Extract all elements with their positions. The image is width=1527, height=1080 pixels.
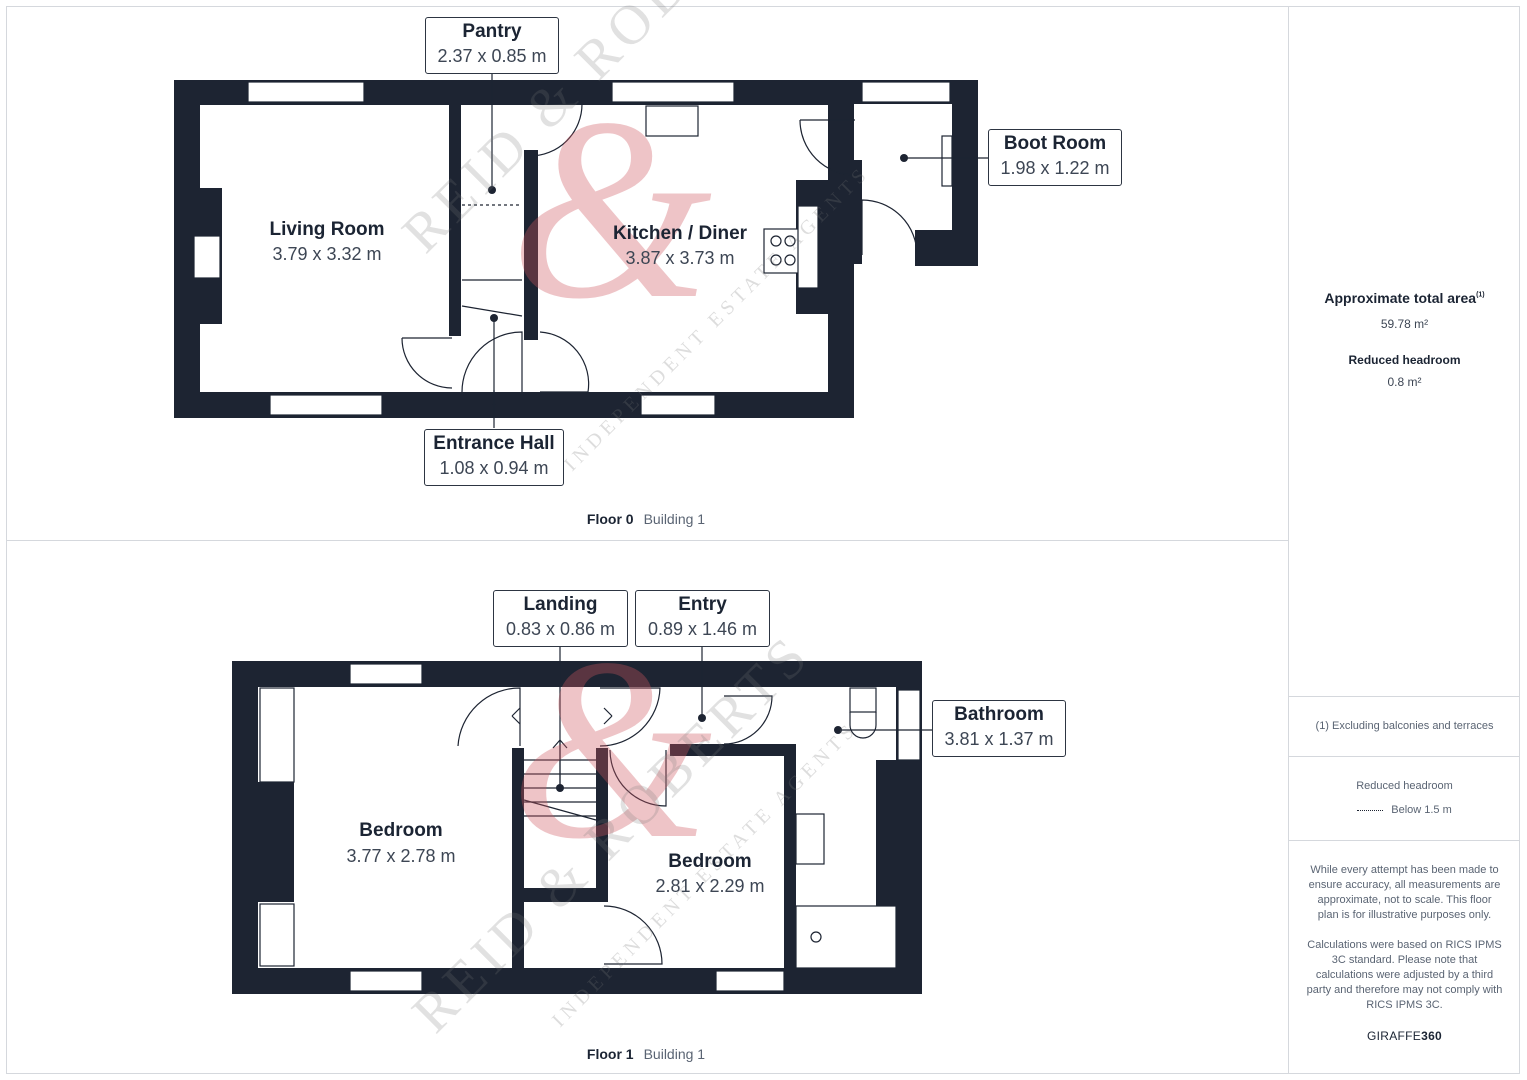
floor-1-callout-leaders (556, 646, 934, 792)
legend-item: Below 1.5 m (1290, 803, 1519, 818)
floor-label: Floor 1 (586, 1046, 634, 1062)
brand-logo: GIRAFFE360 (1290, 1029, 1519, 1043)
callout-landing: Landing 0.83 x 0.86 m (493, 590, 628, 647)
floor-0-callout-leaders (488, 74, 988, 428)
room-name-living-room: Living Room (269, 219, 385, 240)
legend-item-label: Below 1.5 m (1391, 804, 1452, 816)
floor-0-doors (401, 103, 918, 418)
callout-name: Landing (523, 594, 598, 615)
total-area-value: 59.78 m² (1380, 317, 1429, 331)
reduced-headroom-label: Reduced headroom (1348, 353, 1461, 367)
callout-dimensions: 3.81 x 1.37 m (944, 729, 1054, 749)
floor-divider (6, 540, 1288, 541)
callout-dimensions: 1.98 x 1.22 m (1000, 158, 1110, 178)
disclaimer-accuracy: While every attempt has been made to ens… (1308, 864, 1501, 921)
callout-name: Entry (678, 594, 727, 615)
callout-bathroom: Bathroom 3.81 x 1.37 m (932, 700, 1066, 757)
brand-prefix: GIRAFFE (1366, 1029, 1422, 1043)
sidebar-divider (1288, 6, 1289, 1074)
room-name-bedroom-1: Bedroom (359, 820, 443, 841)
floor-0-windows (247, 81, 953, 416)
floor-1-walls (232, 661, 922, 994)
sidebar-separator (1289, 840, 1520, 841)
room-dimensions-bedroom-2: 2.81 x 2.29 m (655, 876, 765, 896)
floor-1-windows (259, 663, 921, 992)
sidebar-separator (1289, 756, 1520, 757)
dotted-line-icon (1357, 809, 1384, 811)
callout-entry: Entry 0.89 x 1.46 m (635, 590, 770, 647)
reduced-headroom-value: 0.8 m² (1387, 375, 1422, 389)
callout-dimensions: 0.83 x 0.86 m (505, 619, 616, 639)
room-dimensions-bedroom-1: 3.77 x 2.78 m (346, 846, 456, 866)
room-name-bedroom-2: Bedroom (668, 851, 752, 872)
legend-title: Reduced headroom (1356, 780, 1453, 792)
floor-0-fixtures (462, 105, 819, 289)
floor-1-doors (457, 687, 773, 965)
total-area-label: Approximate total area (1324, 290, 1477, 306)
floor-1-fixtures (523, 687, 897, 969)
floor-caption-0: Floor 0 Building 1 (587, 511, 705, 527)
callout-entrance-hall: Entrance Hall 1.08 x 0.94 m (424, 429, 564, 486)
floor-plan-drawing (174, 74, 988, 994)
sidebar-separator (1289, 696, 1520, 697)
callout-dimensions: 1.08 x 0.94 m (439, 458, 549, 478)
building-label: Building 1 (643, 1046, 706, 1062)
room-dimensions-living-room: 3.79 x 3.32 m (272, 244, 382, 264)
callout-name: Entrance Hall (433, 433, 555, 454)
room-name-kitchen-diner: Kitchen / Diner (612, 223, 748, 244)
callout-pantry: Pantry 2.37 x 0.85 m (425, 17, 559, 74)
floor-label: Floor 0 (586, 511, 634, 527)
total-area-note-marker: (1) (1476, 291, 1485, 299)
callout-boot-room: Boot Room 1.98 x 1.22 m (988, 129, 1122, 186)
callout-dimensions: 2.37 x 0.85 m (437, 46, 547, 66)
callout-dimensions: 0.89 x 1.46 m (647, 619, 758, 639)
disclaimer-calculations: Calculations were based on RICS IPMS 3C … (1306, 939, 1503, 1011)
floor-caption-1: Floor 1 Building 1 (587, 1046, 705, 1062)
total-area-heading: Approximate total area(1) (1290, 290, 1519, 308)
footnote: (1) Excluding balconies and terraces (1315, 720, 1494, 732)
building-label: Building 1 (643, 511, 706, 527)
brand-suffix: 360 (1421, 1029, 1443, 1043)
callout-name: Pantry (462, 21, 522, 42)
room-dimensions-kitchen-diner: 3.87 x 3.73 m (625, 248, 735, 268)
callout-name: Bathroom (954, 704, 1044, 725)
callout-name: Boot Room (1003, 133, 1107, 154)
